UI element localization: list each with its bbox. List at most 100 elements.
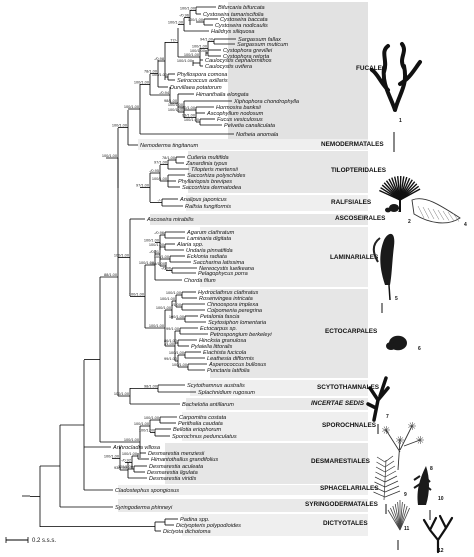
plate-number: 12 [438,548,444,554]
seaweed-illustration [387,500,410,531]
taxon-label: Punctaria latifolia [207,368,250,374]
support-value: 93/1.00 [182,112,196,117]
support-value: 100/1.00 [180,105,196,110]
support-value: -/1.00 [171,302,182,307]
plate-number: 2 [408,219,411,225]
seaweed-illustration [385,207,391,213]
order-label: RALFSIALES [331,199,372,206]
scale-bar: 0.2 s.s.s. [5,537,56,544]
taxon-label: Pylaiella littoralis [191,344,233,350]
support-value: 100/1.00 [156,305,172,310]
support-value: 100/1.00 [122,451,138,456]
support-value: 100/1.00 [124,437,140,442]
taxon-label: Sporochnus pedunculatus [172,434,237,440]
taxon-label: Elachista fucicola [203,350,246,356]
support-value: 99/1.00 [164,356,178,361]
taxon-label: Seirococcus axillaris [177,78,228,84]
support-value: 100/1.00 [168,19,184,24]
support-value: 93/1.00 [114,465,128,470]
taxon-label: Ectocarpus sp. [200,326,237,332]
order-label: ECTOCARPALES [325,328,378,335]
taxon-label: Arthrocladia villosa [112,445,160,451]
scale-bar-label: 0.2 s.s.s. [32,538,56,544]
order-band [200,227,368,287]
taxon-label: Undaria pinnatifida [186,248,233,254]
support-value: -/0.95 [149,168,159,173]
order-band [182,514,368,536]
order-band [118,499,368,512]
support-value: 100/1.00 [150,261,166,266]
taxon-label: Tilopteris mertensii [191,167,239,173]
taxon-label: Laminaria digitata [187,236,231,242]
support-values: 100/1.00-/0.96100/1.00100/1.0094/1.00100… [102,5,214,470]
seaweed-illustration [366,376,390,422]
plate-number: 6 [418,346,421,352]
taxon-label: Pelvetia canaliculata [224,123,275,129]
taxon-label: Himanthalia elongata [196,92,249,98]
seaweed-illustration [373,455,401,501]
support-value: 88/1.00 [104,272,118,277]
support-value: 99/1.00 [166,326,180,331]
order-band [188,151,368,193]
support-value: 100/1.00 [154,254,170,259]
support-value: -/1.00 [164,341,175,346]
plate-number: 11 [404,526,410,532]
taxon-label: Desmarestia aculeata [149,464,203,470]
plate-number: 5 [395,296,398,302]
taxon-label: Agarum clathratum [186,230,235,236]
support-value: 78/1.00 [162,155,176,160]
support-value: 94/1.00 [200,36,214,41]
seaweed-illustration [372,233,395,301]
order-bands [118,2,368,536]
support-value: 100/1.00 [102,153,118,158]
support-value: 100/1.00 [168,107,184,112]
support-value: 100/1.00 [166,290,182,295]
order-band [118,485,368,495]
order-label: SCYTOTHAMNALES [317,384,380,391]
plate-number: 9 [404,492,407,498]
taxon-label: Petrospongium berkeleyi [210,332,272,338]
plate-number: 10 [438,496,444,502]
taxon-label: Himantothallus grandifolius [151,457,218,463]
support-value: 100/1.00 [118,464,134,469]
taxon-label: Alaria spp. [176,242,203,248]
taxon-label: Bifurcaria bifurcata [218,5,265,11]
seaweed-illustration [382,422,424,471]
taxon-label: Rosenvingea intricata [199,296,253,302]
order-band [182,412,368,441]
taxon-label: Carpomitra costata [179,415,226,421]
taxon-label: Asperococcus bullosus [208,362,266,368]
order-label: INCERTAE SEDIS [311,400,365,407]
taxon-label: Caulocystis cephalornithos [205,58,272,64]
support-value: 100/1.00 [149,323,165,328]
support-value: 100/1.00 [184,117,200,122]
order-label: DICTYOTALES [323,520,368,527]
taxon-label: Leathesia difformis [207,356,254,362]
support-value: 77/- [170,37,177,42]
taxon-label: Desmarestia viridis [149,476,196,482]
seaweed-illustration [389,204,399,212]
taxon-label: Hormosira banksii [216,105,262,111]
seaweed-illustration [422,514,454,554]
support-value: 98/1.00 [164,98,178,103]
support-value: 100/1.00 [124,104,140,109]
taxon-label: Padina spp. [180,517,210,523]
support-value: 100/1.00 [169,314,185,319]
taxon-label: Syringoderma phinneyi [115,505,173,511]
support-value: 100/1.00 [114,252,130,257]
support-value: 100/1.00 [177,58,193,63]
support-value: 100/1.00 [149,242,165,247]
order-label: NEMODERMATALES [321,141,384,148]
taxon-label: Nemoderma tingitanum [140,143,198,149]
taxon-label: Durvillaea potatorum [170,85,222,91]
support-value: 100/1.00 [114,391,130,396]
taxon-label: Halidrys siliquosa [211,29,255,35]
support-value: -/0.94 [159,90,170,95]
support-value: 100/1.00 [180,5,196,10]
taxon-label: Phyllospora comosa [177,72,227,78]
taxon-label: Cladostephus spongiosus [115,488,179,494]
taxon-label: Cystoseira nodicaulis [215,23,268,29]
taxon-label: Saccorhiza polyschides [187,173,246,179]
